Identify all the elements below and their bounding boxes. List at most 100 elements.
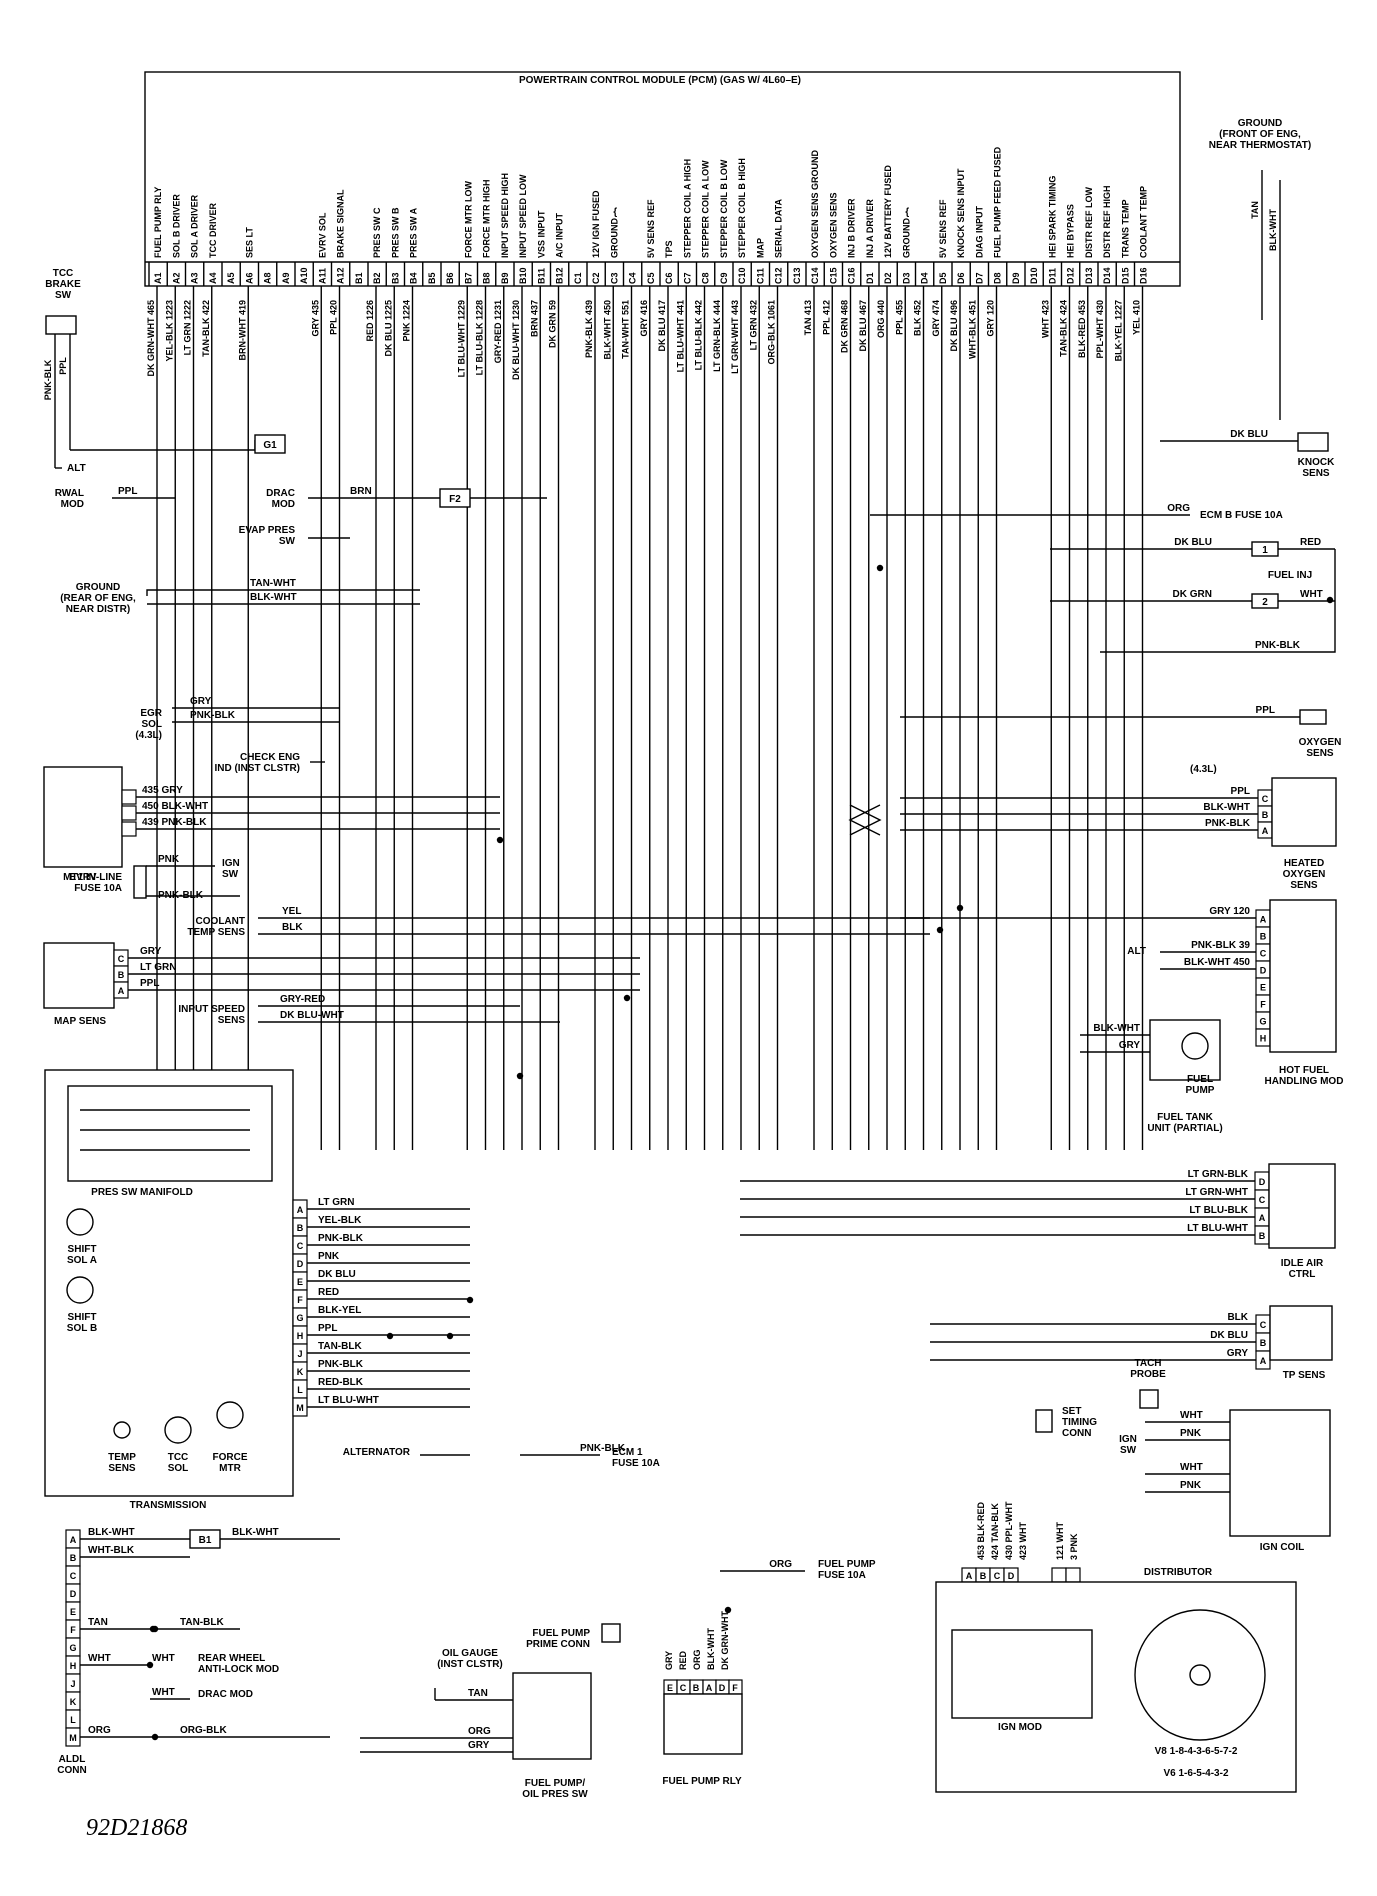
pcm-pin-label: D12 xyxy=(1066,267,1076,284)
aldl-pin-label: L xyxy=(70,1715,76,1725)
pcm-pin-label: D11 xyxy=(1047,268,1057,284)
aldl-tan-label: TAN xyxy=(88,1617,108,1628)
pcm-function-label: INJ A DRIVER xyxy=(865,199,875,258)
evrv-wire-label: 435 GRY xyxy=(142,785,183,796)
evrv-pin xyxy=(121,821,137,837)
rly-wire-label: BLK-WHT xyxy=(706,1628,716,1670)
evrv-wire-label: 439 PNK-BLK xyxy=(142,817,207,828)
pcm-function-label: A/C INPUT xyxy=(555,212,565,258)
aldl-pin-label: F xyxy=(70,1625,76,1635)
rly-pin-label: F xyxy=(732,1683,738,1693)
aldl-orgblk-label: ORG-BLK xyxy=(180,1725,227,1736)
iac-wire-label: LT BLU-BLK xyxy=(1189,1205,1248,1216)
heated-o2-box xyxy=(1271,777,1337,847)
rly-wire-label: RED xyxy=(678,1650,688,1670)
hf-blkwht-label: BLK-WHT 450 xyxy=(1184,957,1251,968)
map-wire-label: LT GRN xyxy=(140,962,176,973)
pcm-pin-label: D9 xyxy=(1011,272,1021,284)
aldl-pin-label: E xyxy=(70,1607,76,1617)
hf-gry120-label: GRY 120 xyxy=(1209,906,1250,917)
alternator-label: ALTERNATOR xyxy=(343,1447,411,1458)
pcm-function-label: HEI BYPASS xyxy=(1066,204,1076,258)
pcm-pin-label: D16 xyxy=(1139,267,1149,284)
pcm-wire-label: GRY 416 xyxy=(639,300,649,337)
trans-pin-label: D xyxy=(297,1259,304,1269)
crossover xyxy=(848,804,881,836)
pres-sw-manifold xyxy=(67,1085,273,1182)
map-pin-label: C xyxy=(118,954,125,964)
pcm-function-label: COOLANT TEMP xyxy=(1139,186,1149,258)
fp-gry-label: GRY xyxy=(1119,1040,1141,1051)
pcm-title: POWERTRAIN CONTROL MODULE (PCM) (GAS W/ … xyxy=(519,75,801,86)
oil-gry-label: GRY xyxy=(468,1740,490,1751)
pcm-wire-label: TAN-BLK 424 xyxy=(1059,300,1069,357)
pcm-pin-label: A1 xyxy=(153,272,163,284)
oxygen-sens xyxy=(1299,709,1327,725)
dist-pin2 xyxy=(1051,1567,1067,1583)
hot-fuel-box xyxy=(1269,899,1337,1053)
pcm-wire-label: TAN 413 xyxy=(803,300,813,335)
pcm-pin-label: D6 xyxy=(956,272,966,284)
pcm-function-label: HEI SPARK TIMING xyxy=(1047,176,1057,258)
dist-wire2-label: 3 PNK xyxy=(1069,1533,1079,1560)
map-sens-label: MAP SENS xyxy=(54,1016,106,1027)
pcm-function-label: STEPPER COIL A LOW xyxy=(701,160,711,258)
hotfuel-pin-label: E xyxy=(1260,983,1266,993)
pcm-wire-label: LT GRN 432 xyxy=(748,300,758,350)
ho2-43-label: (4.3L) xyxy=(1190,764,1217,775)
map-wire-label: PPL xyxy=(140,978,159,989)
pcm-function-label: PRES SW B xyxy=(390,207,400,258)
pcm-pin-label: D3 xyxy=(901,272,911,284)
splice-dot xyxy=(466,1296,474,1304)
pcm-function-label: INPUT SPEED LOW xyxy=(518,174,528,258)
transmission-label: TRANSMISSION xyxy=(130,1500,207,1511)
pcm-pin-label: C14 xyxy=(810,267,820,284)
oil-org-label: ORG xyxy=(468,1726,491,1737)
pcm-wire-label: PNK 1224 xyxy=(402,300,412,342)
rly-wire-label: GRY xyxy=(664,1651,674,1670)
pcm-function-label: 12V IGN FUSED xyxy=(591,190,601,258)
pcm-function-label: SOL B DRIVER xyxy=(171,194,181,258)
iac-pin-label: C xyxy=(1259,1195,1266,1205)
pcm-pin-label: B8 xyxy=(482,272,492,284)
pcm-pin-label: B9 xyxy=(500,272,510,284)
idle-air-box xyxy=(1268,1163,1336,1249)
pcm-function-label: FORCE MTR LOW xyxy=(463,181,473,258)
splice-dot xyxy=(516,1072,524,1080)
pcm-wire-label: LT BLU-BLK 442 xyxy=(694,300,704,370)
splice-dot xyxy=(724,1606,732,1614)
trans-wire-label: RED xyxy=(318,1287,339,1298)
ign-pnk-label: PNK xyxy=(1180,1428,1202,1439)
evrv-box xyxy=(43,766,123,868)
dist-pin-label: B xyxy=(980,1571,987,1581)
pcm-pin-label: C5 xyxy=(646,272,656,284)
pcm-function-label: FORCE MTR HIGH xyxy=(482,180,492,259)
pcm-pin-label: D1 xyxy=(865,272,875,284)
distributor-rotor xyxy=(1189,1664,1211,1686)
tp-wire-label: DK BLU xyxy=(1210,1330,1248,1341)
ground-rear-label: GROUND(REAR OF ENG,NEAR DISTR) xyxy=(60,582,136,615)
pcm-function-label: OXYGEN SENS xyxy=(828,192,838,258)
egr-pnk-label: PNK-BLK xyxy=(190,710,236,721)
pcm-wire-label: DK GRN-WHT 465 xyxy=(146,300,156,377)
aldl-pin-label: M xyxy=(69,1733,77,1743)
knock-wire-label: DK BLU xyxy=(1230,429,1268,440)
fp-org-label: ORG xyxy=(769,1559,792,1570)
pcm-function-label: MAP xyxy=(755,238,765,258)
oil-tan-label: TAN xyxy=(468,1688,488,1699)
aldl-pin-label: G xyxy=(69,1643,76,1653)
coolant-blk-label: BLK xyxy=(282,922,303,933)
tp-wire-label: GRY xyxy=(1227,1348,1249,1359)
pcm-wire-label: LT GRN-WHT 443 xyxy=(730,300,740,374)
map-wire-label: GRY xyxy=(140,946,162,957)
pcm-pin-label: C2 xyxy=(591,272,601,284)
pcm-function-label: SES LT xyxy=(244,227,254,258)
b1-label: B1 xyxy=(199,1535,212,1546)
hf-alt-label: ALT xyxy=(1127,946,1146,957)
